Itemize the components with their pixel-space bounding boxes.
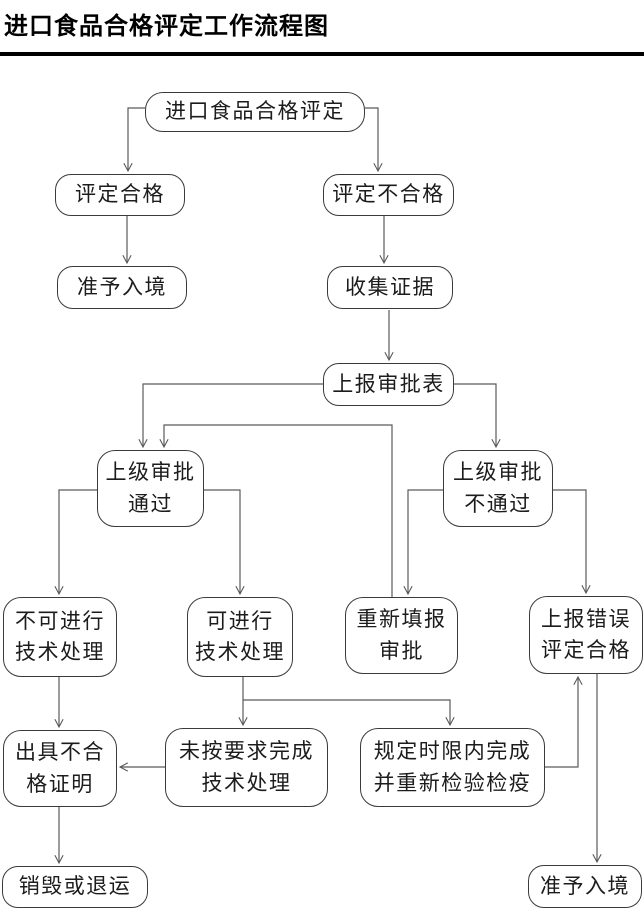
edge-done-wrong <box>545 675 583 768</box>
node-issue-unqualified-cert: 出具不合 格证明 <box>3 730 117 807</box>
edge-rejected-wrong <box>553 489 591 595</box>
edge-form-rejected <box>454 383 501 449</box>
page-title: 进口食品合格评定工作流程图 <box>4 13 329 40</box>
node-report-error-qualified: 上报错误 评定合格 <box>529 596 643 674</box>
edge-form-approved <box>138 383 323 449</box>
edge-approved-cannot <box>54 489 97 596</box>
node-submit-approval-form: 上报审批表 <box>323 363 454 406</box>
node-superior-not-approved: 上级审批 不通过 <box>443 450 553 527</box>
node-refill-approval: 重新填报 审批 <box>345 597 458 674</box>
node-import-food-assessment: 进口食品合格评定 <box>145 92 365 132</box>
edge-refill-approved <box>159 424 393 597</box>
node-entry-permitted-bottom: 准予入境 <box>528 865 642 908</box>
title-divider <box>0 52 644 56</box>
node-superior-approved: 上级审批 通过 <box>97 450 204 527</box>
node-assessed-qualified: 评定合格 <box>55 174 185 216</box>
edge-assess-fail <box>365 107 383 173</box>
node-collect-evidence: 收集证据 <box>327 266 453 309</box>
node-assessed-unqualified: 评定不合格 <box>323 174 454 216</box>
node-entry-permitted-top: 准予入境 <box>57 266 187 309</box>
node-treatment-not-completed: 未按要求完成 技术处理 <box>165 728 328 807</box>
edge-assess-pass <box>123 107 145 173</box>
node-destroy-or-return: 销毁或退运 <box>2 866 148 908</box>
edge-rejected-refill <box>403 489 443 596</box>
node-completed-reinspection: 规定时限内完成 并重新检验检疫 <box>360 728 545 807</box>
edge-can-done <box>243 699 455 727</box>
edge-approved-can <box>203 489 245 596</box>
node-cannot-technical-treat: 不可进行 技术处理 <box>3 597 117 677</box>
node-can-technical-treat: 可进行 技术处理 <box>187 597 293 677</box>
